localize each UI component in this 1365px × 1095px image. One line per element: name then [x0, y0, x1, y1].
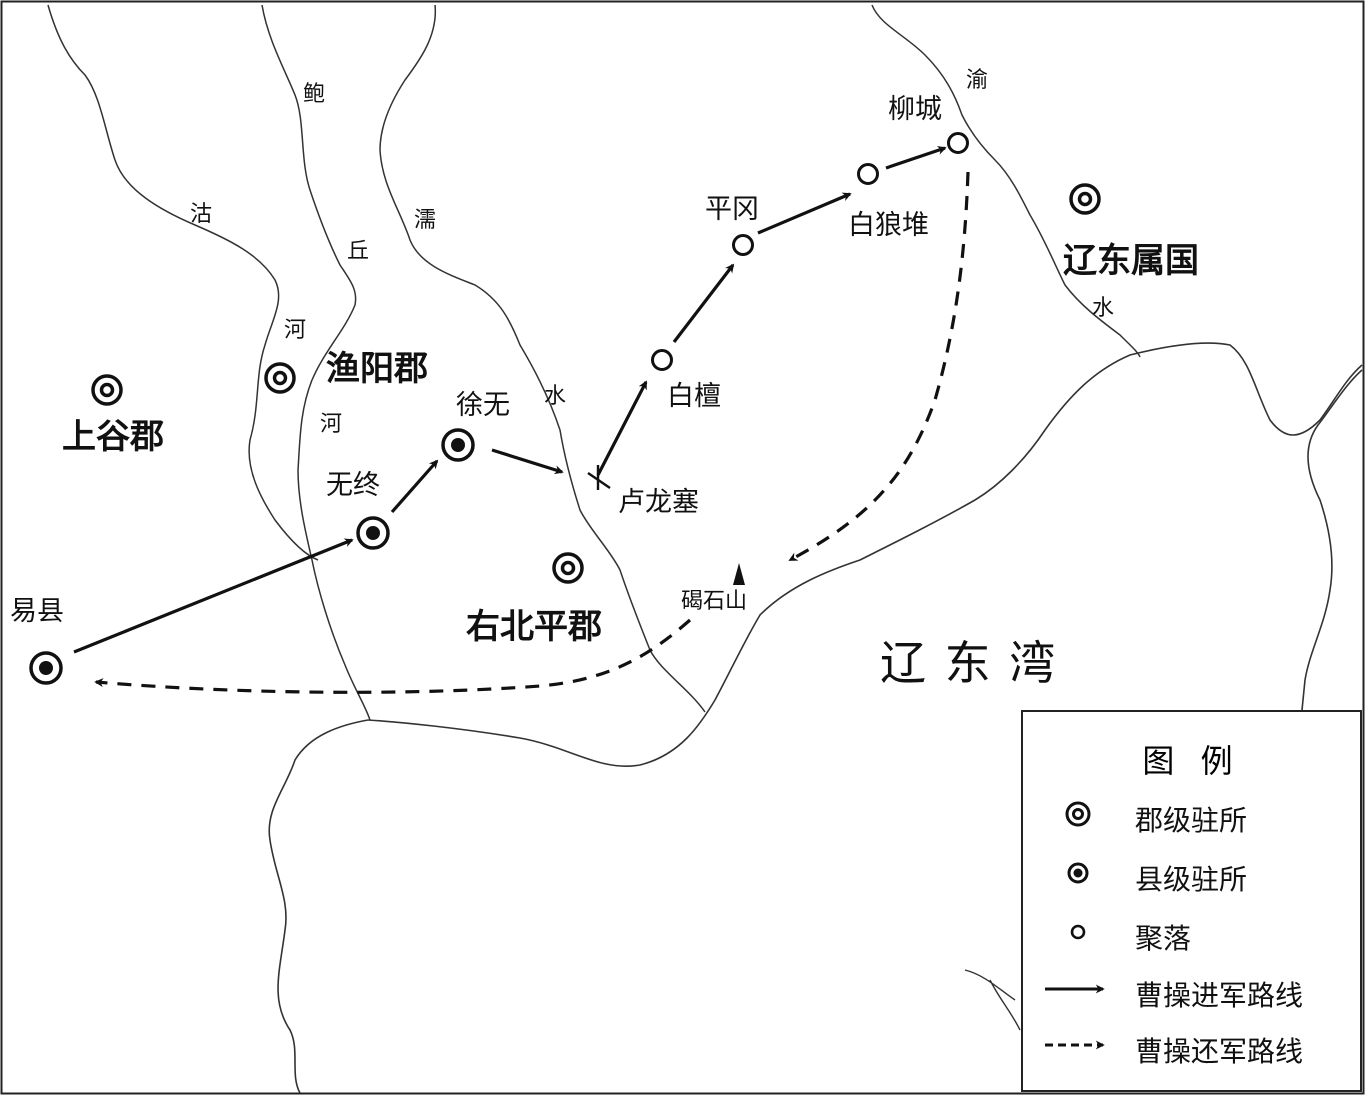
- map-legend: 图 例 郡级驻所 县级驻所 聚落 曹操进军路线 曹操还军路线: [1021, 710, 1362, 1092]
- settlement-icon: [732, 234, 754, 256]
- settlement-icon: [857, 163, 879, 185]
- commandery-seat-icon: [1069, 183, 1101, 215]
- lulongsai-label: 卢龙塞: [618, 487, 699, 518]
- baoqiu-river: [261, 4, 371, 721]
- settlement-icon: [651, 349, 673, 371]
- legend-label: 县级驻所: [1135, 863, 1248, 896]
- pinggang-label: 平冈: [705, 194, 759, 225]
- advance-route-pinggang-bailangdui: [757, 192, 852, 235]
- youbeiping-label: 右北平郡: [466, 607, 602, 647]
- legend-label: 曹操还军路线: [1135, 1035, 1304, 1068]
- wuzhong-label: 无终: [326, 470, 380, 501]
- coastline-lower: [268, 719, 369, 1094]
- solid-arrow-icon: [1045, 984, 1105, 994]
- coastline-southeast: [964, 969, 1021, 1031]
- dashed-arrow-icon: [1045, 1040, 1105, 1050]
- baoqiu-river-label: 鲍: [303, 82, 326, 107]
- mountain-icon: [733, 563, 745, 585]
- return-route-liucheng-jieshi: [788, 171, 970, 562]
- yu-river-label: 渝: [966, 68, 989, 93]
- commandery-seat-icon: [91, 374, 123, 406]
- legend-item-commandery: 郡级驻所: [1023, 794, 1360, 837]
- bailangdui-label: 白狼堆: [848, 210, 929, 241]
- shanggu-label: 上谷郡: [62, 417, 164, 457]
- gu-river-label: 河: [284, 318, 307, 343]
- return-route-jieshi-yixian: [94, 618, 692, 694]
- legend-label: 聚落: [1135, 922, 1192, 955]
- baitan-label: 白檀: [667, 381, 721, 412]
- legend-label: 曹操进军路线: [1135, 979, 1304, 1012]
- county-seat-icon: [1067, 862, 1089, 884]
- legend-label: 郡级驻所: [1135, 804, 1248, 837]
- baoqiu-river-label: 丘: [347, 239, 370, 264]
- coastline-east: [1301, 369, 1363, 711]
- advance-route-xuwu-lulongsai: [491, 448, 564, 475]
- legend-item-return: 曹操还军路线: [1023, 1025, 1360, 1068]
- county-seat-icon: [441, 428, 475, 462]
- advance-route-wuzhong-xuwu: [390, 459, 439, 514]
- legend-title: 图 例: [1142, 742, 1241, 780]
- yu-river-label: 水: [1092, 296, 1115, 321]
- ru-river: [379, 4, 706, 713]
- baoqiu-river-label: 河: [320, 412, 343, 437]
- liaodong-shuguo-label: 辽东属国: [1063, 241, 1199, 281]
- advance-route-lulongsai-baitan: [596, 380, 648, 476]
- gu-river: [47, 4, 319, 561]
- advance-route-yixian-wuzhong: [73, 538, 354, 654]
- advance-route-bailangdui-liucheng: [885, 146, 947, 170]
- settlement-icon: [1070, 924, 1086, 940]
- legend-item-advance: 曹操进军路线: [1023, 969, 1360, 1012]
- commandery-seat-icon: [264, 362, 296, 394]
- ru-river-label: 濡: [414, 208, 437, 233]
- liucheng-label: 柳城: [888, 94, 942, 125]
- ru-river-label: 水: [544, 384, 567, 409]
- yixian-label: 易县: [10, 596, 64, 627]
- gu-river-label: 沽: [190, 202, 213, 227]
- county-seat-icon: [356, 516, 390, 550]
- county-seat-icon: [29, 651, 63, 685]
- coastline-upper: [367, 342, 1363, 767]
- jieshishan-label: 碣石山: [681, 589, 748, 614]
- legend-item-settlement: 聚落: [1023, 912, 1360, 955]
- xuwu-label: 徐无: [456, 390, 510, 421]
- commandery-seat-icon: [552, 552, 584, 584]
- yu-river: [871, 4, 1141, 358]
- yuyang-label: 渔阳郡: [326, 349, 428, 389]
- settlement-icon: [947, 132, 969, 154]
- advance-route-baitan-pinggang: [672, 263, 735, 343]
- liaodong-bay-label: 辽 东 湾: [880, 636, 1058, 690]
- commandery-seat-icon: [1065, 801, 1091, 827]
- legend-item-county: 县级驻所: [1023, 853, 1360, 896]
